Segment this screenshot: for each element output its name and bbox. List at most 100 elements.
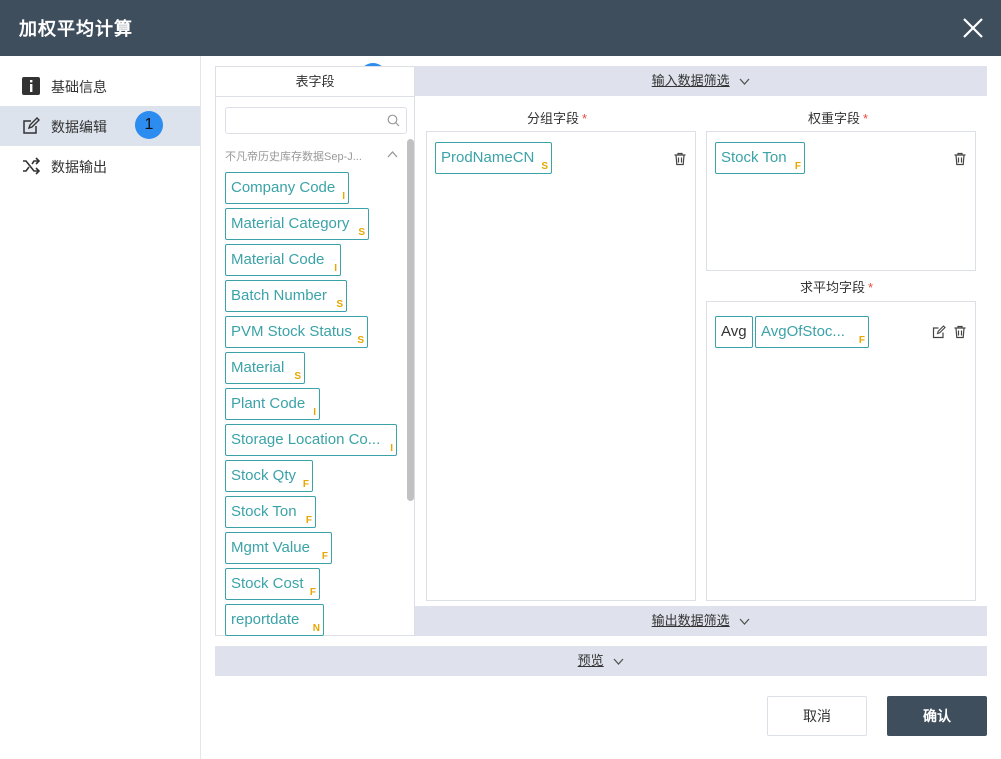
- output-filter-label: 输出数据筛选: [651, 613, 730, 628]
- field-type: F: [305, 515, 312, 526]
- avg-field-label-text: 求平均字段: [800, 280, 866, 295]
- edit-icon: [23, 117, 40, 134]
- aggregate-function: Avg: [721, 323, 747, 340]
- edit-icon[interactable]: [932, 325, 946, 339]
- group-field-label: 分组字段*: [527, 108, 587, 127]
- field-name: PVM Stock Status: [231, 323, 352, 340]
- field-name: Stock Qty: [231, 467, 297, 484]
- avg-field-tag[interactable]: AvgOfStoc... F: [755, 316, 869, 348]
- field-type: S: [357, 335, 364, 346]
- fields-panel-title: 表字段: [216, 67, 414, 97]
- field-name: Stock Ton: [721, 149, 787, 166]
- field-name: reportdate: [231, 611, 300, 628]
- sidebar-item-basic-info[interactable]: 基础信息: [0, 66, 200, 106]
- field-type: S: [336, 299, 343, 310]
- required-mark: *: [582, 111, 588, 126]
- preview-label: 预览: [577, 653, 604, 668]
- field-name: Material Code: [231, 251, 325, 268]
- field-type: F: [321, 551, 328, 562]
- field-type: F: [302, 479, 309, 490]
- dialog-header: 加权平均计算: [0, 0, 1001, 56]
- avg-field-label: 求平均字段*: [800, 277, 873, 296]
- group-field-tag[interactable]: ProdNameCN S: [435, 142, 552, 174]
- group-field-label-text: 分组字段: [527, 111, 580, 126]
- field-search-input[interactable]: [225, 107, 407, 134]
- field-type: I: [342, 191, 345, 202]
- step-badge: 1: [135, 111, 163, 139]
- field-type: S: [294, 371, 301, 382]
- close-icon[interactable]: [961, 16, 985, 40]
- shuffle-icon: [23, 157, 40, 175]
- field-type: F: [794, 161, 801, 172]
- field-type: S: [358, 227, 365, 238]
- field-name: ProdNameCN: [441, 149, 535, 166]
- group-field-dropzone[interactable]: ProdNameCN S: [426, 131, 696, 601]
- sidebar-item-label: 数据编辑: [51, 119, 107, 135]
- sidebar-item-data-edit[interactable]: 数据编辑: [0, 106, 200, 146]
- field-type: F: [858, 335, 865, 346]
- input-filter-toggle[interactable]: 输入数据筛选: [415, 66, 987, 96]
- confirm-button[interactable]: 确认: [887, 696, 987, 736]
- search-icon: [387, 114, 400, 127]
- field-tag[interactable]: Storage Location Co... I: [225, 424, 397, 456]
- chevron-down-icon: [739, 78, 750, 85]
- field-group-name: 不凡帝历史库存数据Sep-J...: [225, 151, 362, 163]
- trash-icon[interactable]: [673, 152, 687, 166]
- field-name: Material Category: [231, 215, 350, 232]
- field-name: Plant Code: [231, 395, 306, 412]
- field-name: Material: [231, 359, 285, 376]
- trash-icon[interactable]: [953, 325, 967, 339]
- output-filter-toggle[interactable]: 输出数据筛选: [415, 606, 987, 636]
- required-mark: *: [863, 111, 869, 126]
- weight-field-label: 权重字段*: [808, 108, 868, 127]
- field-name: Mgmt Value: [231, 539, 310, 556]
- sidebar-item-label: 数据输出: [51, 159, 107, 175]
- field-type: F: [309, 587, 316, 598]
- trash-icon[interactable]: [953, 152, 967, 166]
- chevron-up-icon[interactable]: [387, 150, 398, 158]
- input-filter-label: 输入数据筛选: [651, 73, 730, 88]
- preview-toggle[interactable]: 预览: [215, 646, 987, 676]
- required-mark: *: [868, 280, 874, 295]
- field-type: I: [313, 407, 316, 418]
- sidebar-item-data-output[interactable]: 数据输出: [0, 146, 200, 186]
- dialog-title: 加权平均计算: [19, 19, 133, 39]
- field-type: N: [312, 623, 320, 634]
- field-type: I: [334, 263, 337, 274]
- field-type: S: [541, 161, 548, 172]
- chevron-down-icon: [613, 658, 624, 665]
- chevron-down-icon: [739, 618, 750, 625]
- field-name: Batch Number: [231, 287, 327, 304]
- field-group-title[interactable]: 不凡帝历史库存数据Sep-J...: [225, 148, 362, 164]
- sidebar-item-label: 基础信息: [51, 79, 107, 95]
- cancel-button[interactable]: 取消: [767, 696, 867, 736]
- sidebar: 基础信息 数据编辑 数据输出: [0, 56, 201, 759]
- field-name: Stock Cost: [231, 575, 304, 592]
- field-name: AvgOfStoc...: [761, 323, 845, 340]
- field-type: I: [390, 443, 393, 454]
- info-icon: [22, 77, 40, 95]
- avg-field-dropzone[interactable]: Avg AvgOfStoc... F: [706, 301, 976, 601]
- aggregate-function-tag[interactable]: Avg: [715, 316, 753, 348]
- field-name: Company Code: [231, 179, 336, 196]
- field-name: Stock Ton: [231, 503, 297, 520]
- fields-scrollbar[interactable]: [407, 139, 414, 501]
- field-name: Storage Location Co...: [231, 431, 381, 448]
- weight-field-label-text: 权重字段: [808, 111, 861, 126]
